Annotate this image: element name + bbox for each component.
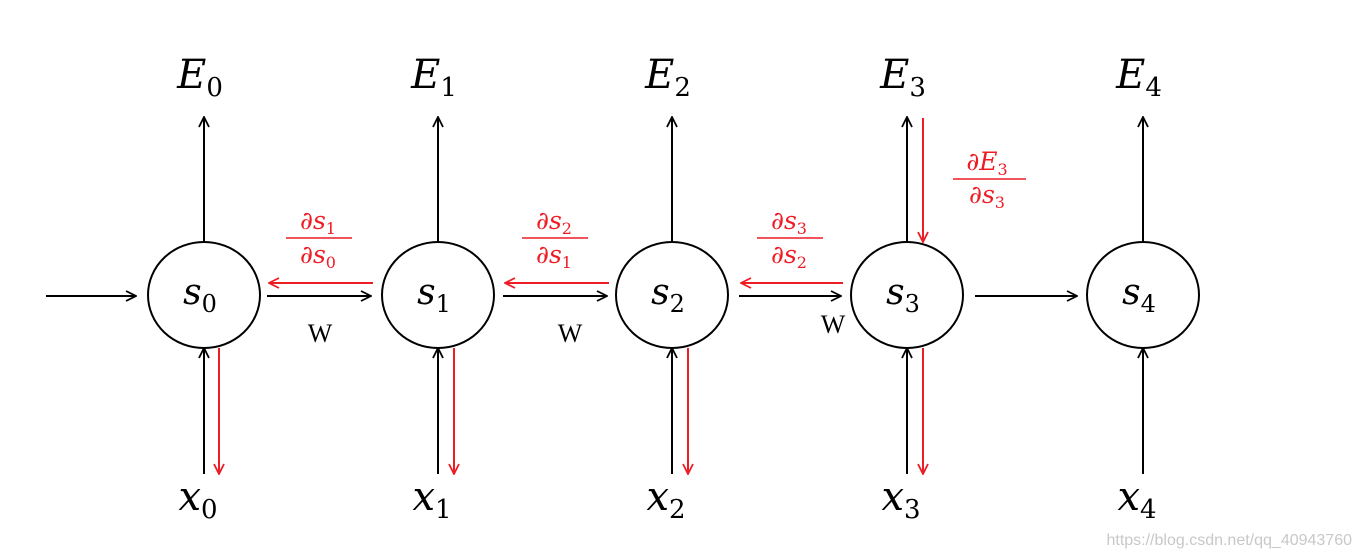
state-node-1: s1 — [381, 241, 495, 349]
node-subscript: 4 — [1141, 290, 1156, 318]
weight-label-2: W — [821, 310, 846, 339]
node-subscript: 0 — [202, 290, 217, 318]
svg-text:s1: s1 — [417, 272, 451, 318]
node-label: s — [183, 272, 201, 313]
gradient-fraction-s1-s0: ∂s1 ∂s0 — [286, 206, 352, 272]
node-label: s — [417, 272, 435, 313]
input-label-4: x4 — [1117, 474, 1156, 525]
svg-text:s2: s2 — [651, 272, 685, 318]
input-label-1: x1 — [412, 474, 451, 525]
gradient-fraction-s2-s1: ∂s2 ∂s1 — [522, 206, 588, 272]
gradient-fraction-s3-s2: ∂s3 ∂s2 — [757, 206, 823, 272]
weight-label-0: W — [308, 319, 333, 348]
node-subscript: 1 — [436, 290, 451, 318]
input-label-0: x0 — [178, 474, 217, 525]
output-label-3: E3 — [879, 52, 926, 103]
svg-text:s0: s0 — [183, 272, 217, 318]
svg-text:s3: s3 — [886, 272, 920, 318]
output-gradient-fraction: ∂E3 ∂s3 — [953, 147, 1026, 212]
output-label-2: E2 — [644, 52, 691, 103]
svg-text:∂s0: ∂s0 — [300, 240, 336, 272]
svg-text:∂s3: ∂s3 — [771, 206, 807, 238]
output-label-0: E0 — [176, 52, 223, 103]
node-subscript: 2 — [670, 290, 685, 318]
svg-text:∂s1: ∂s1 — [536, 240, 572, 272]
state-node-4: s4 — [1086, 241, 1200, 349]
state-node-3: s3 — [850, 241, 964, 349]
weight-label-1: W — [558, 319, 583, 348]
node-label: s — [1122, 272, 1140, 313]
state-node-2: s2 — [615, 241, 729, 349]
node-label: s — [651, 272, 669, 313]
input-label-3: x3 — [881, 474, 920, 525]
svg-text:s4: s4 — [1122, 272, 1156, 318]
svg-text:∂s2: ∂s2 — [771, 240, 807, 272]
svg-text:∂s1: ∂s1 — [300, 206, 336, 238]
node-label: s — [886, 272, 904, 313]
state-node-0: s0 — [147, 241, 261, 349]
input-label-2: x2 — [646, 474, 685, 525]
node-subscript: 3 — [905, 290, 920, 318]
watermark-text: https://blog.csdn.net/qq_40943760 — [1106, 532, 1352, 549]
output-label-4: E4 — [1115, 52, 1162, 103]
svg-text:∂E3: ∂E3 — [966, 147, 1007, 179]
svg-text:∂s2: ∂s2 — [536, 206, 572, 238]
svg-text:∂s3: ∂s3 — [969, 180, 1005, 212]
output-label-1: E1 — [410, 52, 457, 103]
